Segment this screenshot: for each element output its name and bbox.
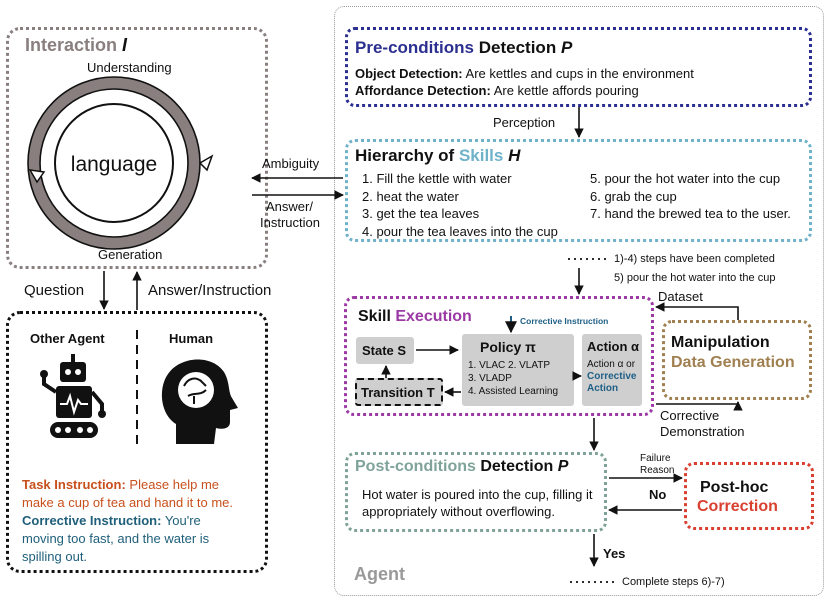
posthoc-line1: Post-hoc	[700, 479, 769, 496]
transition-node	[355, 378, 443, 406]
skill-step: 5. pour the hot water into the cup	[590, 171, 781, 186]
complete-note: Complete steps 6)-7)	[622, 576, 725, 588]
state-node	[356, 337, 414, 364]
agent-panel-label: Agent	[354, 564, 405, 584]
perception-label: Perception	[493, 115, 556, 130]
skill-step: 1. Fill the kettle with water	[362, 171, 512, 186]
manipulation-line2: Data Generation	[671, 354, 795, 371]
skills-steps-left: 1. Fill the kettle with water 2. heat th…	[362, 170, 558, 240]
skills-title: Hierarchy of Skills H	[355, 146, 521, 165]
human-label: Human	[169, 331, 214, 346]
answer-instruction-label: Answer/Instruction	[148, 282, 272, 299]
current-note: 5) pour the hot water into the cup	[614, 272, 776, 284]
other-agent-label: Other Agent	[30, 331, 105, 346]
preconditions-title: Pre-conditions Detection P	[355, 38, 573, 57]
skill-step: 3. get the tea leaves	[362, 206, 480, 221]
policy-label: Policy π	[480, 339, 536, 355]
skill-step: 6. grab the cup	[590, 188, 677, 204]
postconditions-text-1: Hot water is poured into the cup, fillin…	[362, 487, 593, 502]
generation-label: Generation	[98, 247, 163, 262]
agents-panel	[6, 311, 268, 573]
corrective-instruction-label: Corrective Instruction	[520, 316, 609, 326]
postconditions-title: Post-conditions Detection P	[355, 458, 569, 475]
skills-box	[345, 139, 812, 242]
corrective-demo-label-1: Corrective	[660, 408, 720, 423]
agent-instructions: Task Instruction: Please help me make a …	[22, 477, 234, 564]
no-label: No	[649, 487, 667, 502]
posthoc-line2: Correction	[697, 498, 778, 515]
agent-panel	[334, 6, 824, 596]
action-node	[582, 334, 642, 406]
manipulation-line1: Manipulation	[671, 334, 770, 351]
yes-label: Yes	[603, 546, 626, 561]
answer-label: Answer/	[266, 199, 313, 214]
skills-steps-right: 5. pour the hot water into the cup 6. gr…	[590, 170, 791, 223]
affordance-detection-line: Affordance Detection: Are kettle affords…	[355, 83, 639, 98]
dataset-label: Dataset	[658, 289, 703, 304]
manipulation-box	[662, 320, 812, 400]
failure-label-2: Reason	[640, 465, 675, 476]
instruction-label: Instruction	[260, 215, 320, 230]
policy-items: 1. VLAC 2. VLATP 3. VLADP 4. Assisted Le…	[468, 360, 559, 397]
policy-node	[462, 334, 574, 406]
interaction-title: Interaction I	[25, 35, 128, 55]
action-label: Action α	[587, 339, 640, 354]
skill-step: 7. hand the brewed tea to the user.	[590, 206, 791, 221]
question-label: Question	[24, 282, 85, 299]
object-detection-line: Object Detection: Are kettles and cups i…	[355, 66, 694, 81]
interaction-panel	[6, 27, 268, 269]
ambiguity-label: Ambiguity	[262, 156, 320, 171]
transition-label: Transition T	[361, 385, 435, 400]
completed-note: 1)-4) steps have been completed	[614, 253, 775, 265]
execution-box	[344, 296, 654, 416]
execution-title: Skill Execution	[358, 308, 472, 325]
skill-step: 4. pour the tea leaves into the cup	[362, 223, 558, 239]
understanding-label: Understanding	[87, 60, 172, 75]
failure-label-1: Failure	[640, 453, 671, 464]
corrective-demo-label-2: Demonstration	[660, 424, 745, 439]
posthoc-box	[684, 462, 814, 530]
postconditions-box	[345, 452, 607, 532]
action-detail: Action α or Corrective Action	[587, 359, 637, 394]
state-label: State S	[362, 343, 407, 358]
postconditions-text-2: appropriately without overflowing.	[362, 504, 555, 519]
preconditions-box	[345, 27, 812, 107]
skill-step: 2. heat the water	[362, 188, 459, 204]
